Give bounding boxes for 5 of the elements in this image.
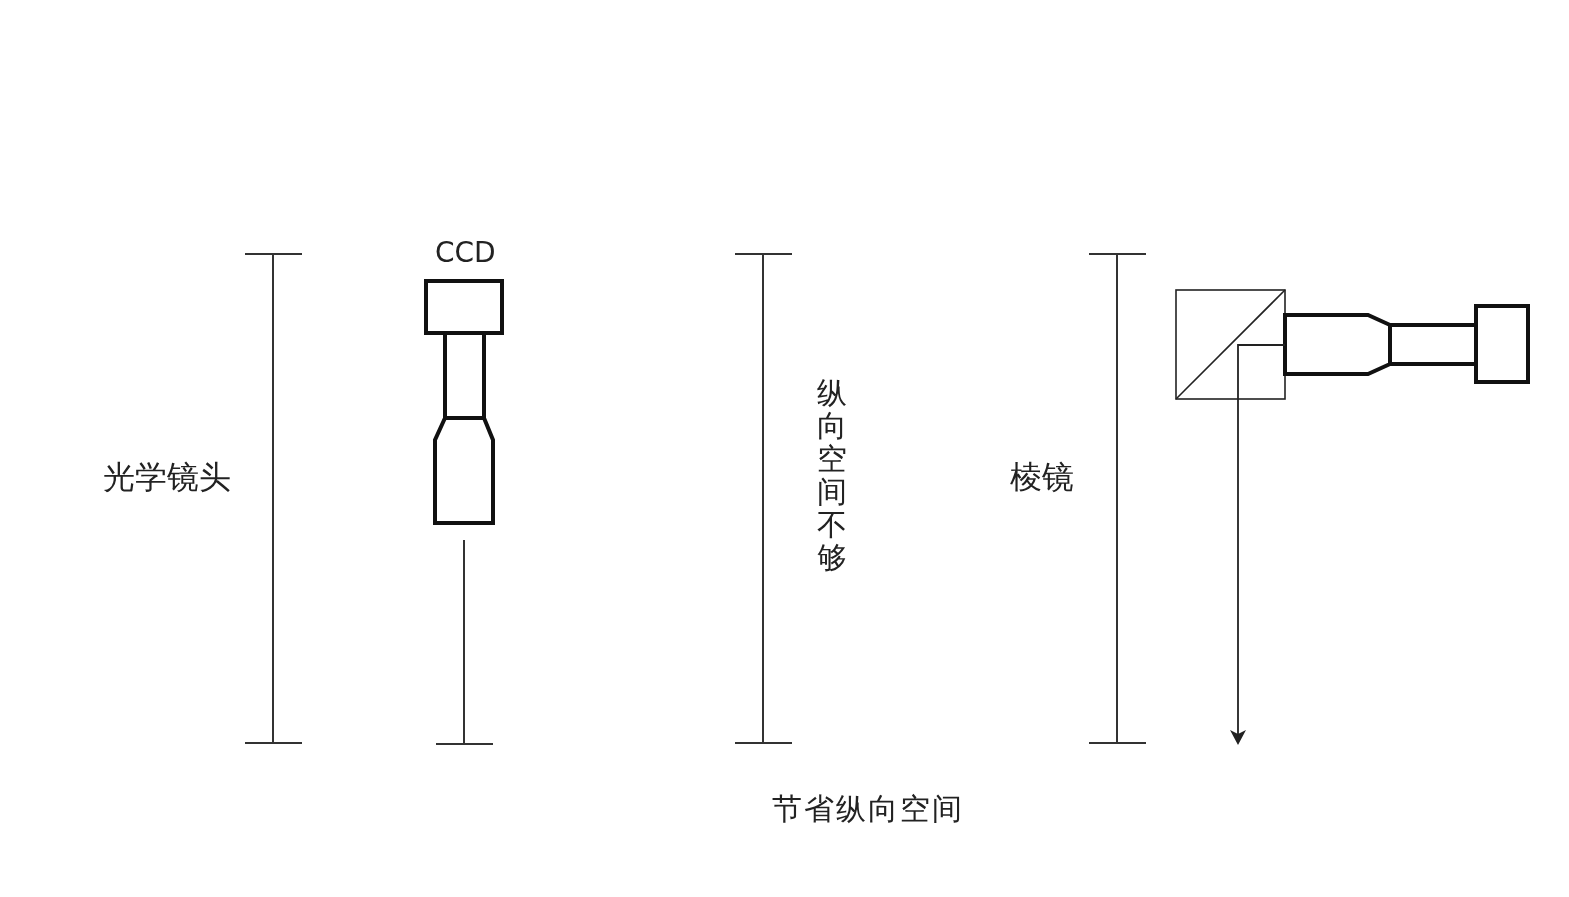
component-label: 光学镜头 <box>103 461 231 493</box>
annotation-text: 纵向空间不够 <box>817 376 847 574</box>
annotation-text: 节省纵向空间 <box>772 794 964 824</box>
component-label: 棱镜 <box>1010 461 1074 493</box>
component-label: CCD <box>435 239 496 267</box>
